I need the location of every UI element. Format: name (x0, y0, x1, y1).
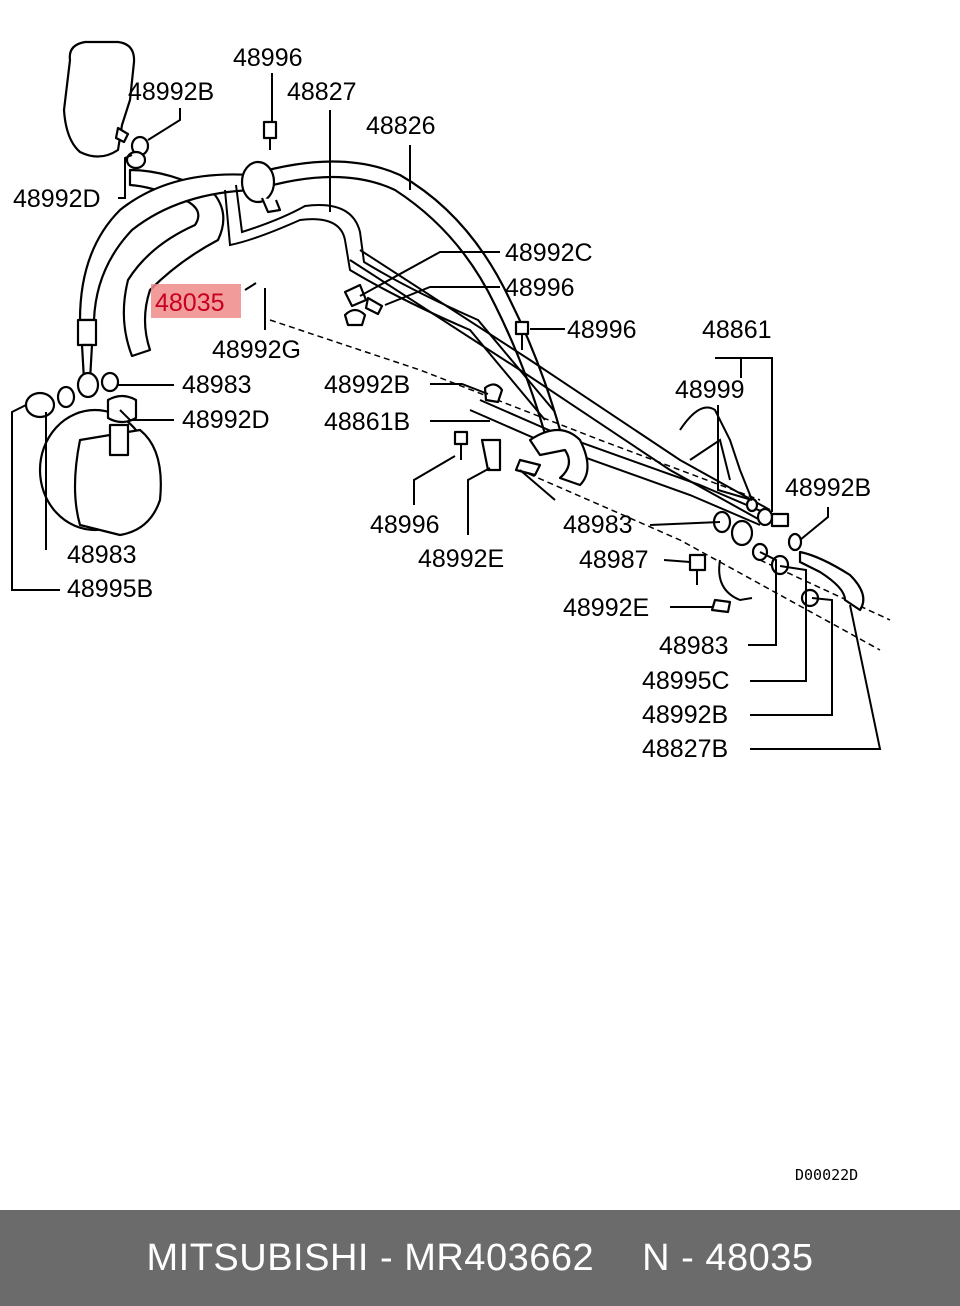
callout-48996-bracket: 48996 (505, 274, 575, 302)
footer-bar: MITSUBISHI - MR403662 N - 48035 (0, 1210, 960, 1306)
callout-48992B-top: 48992B (128, 78, 214, 106)
callout-48996-top: 48996 (233, 44, 303, 72)
callout-48827: 48827 (287, 78, 357, 106)
callout-48992C: 48992C (505, 239, 593, 267)
callout-48987: 48987 (579, 546, 649, 574)
callout-48995B: 48995B (67, 575, 153, 603)
union-assembly-right (688, 497, 865, 614)
callout-48861B: 48861B (324, 408, 410, 436)
leader-lines (11, 73, 882, 750)
callout-48996-lower: 48996 (370, 511, 440, 539)
callout-48983-mid: 48983 (563, 511, 633, 539)
callout-48999: 48999 (675, 376, 745, 404)
clamp-48827 (240, 120, 282, 214)
callout-48992B-lower: 48992B (642, 701, 728, 729)
footer-ref: N - 48035 (642, 1236, 814, 1279)
hose-48827 (224, 184, 556, 421)
callout-48992B-mid: 48992B (324, 371, 410, 399)
bracket-48992C (343, 283, 384, 327)
highlight-box (151, 284, 241, 318)
callout-48035-highlighted: 48035 (155, 289, 225, 317)
reservoir-tank (62, 40, 136, 158)
callout-48995C: 48995C (642, 667, 730, 695)
callout-48992E-right: 48992E (563, 594, 649, 622)
callout-48996-mid: 48996 (567, 316, 637, 344)
callout-48826: 48826 (366, 112, 436, 140)
callout-48992B-right: 48992B (785, 474, 871, 502)
supply-hose (122, 168, 225, 358)
clamp-48992B-top (125, 135, 150, 170)
parts-diagram: 48996 48992B 48827 48826 48992D 48992C 4… (11, 40, 891, 1184)
callout-48992E-mid: 48992E (418, 545, 504, 573)
callout-48992D-pump: 48992D (182, 406, 270, 434)
footer-brand-part: MITSUBISHI - MR403662 (146, 1236, 595, 1279)
callout-48983-pump: 48983 (182, 371, 252, 399)
callout-48992G: 48992G (212, 336, 301, 364)
drawing-code: D00022D (795, 1166, 858, 1184)
pump-assembly (24, 371, 162, 537)
callout-48983-pump-lower: 48983 (67, 541, 137, 569)
callout-48861: 48861 (702, 316, 772, 344)
callout-48992D-top: 48992D (13, 185, 101, 213)
callout-48827B: 48827B (642, 735, 728, 763)
callout-48983-right: 48983 (659, 632, 729, 660)
callout-labels: 48996 48992B 48827 48826 48992D 48992C 4… (13, 44, 871, 763)
cooler-pipe (469, 399, 771, 526)
